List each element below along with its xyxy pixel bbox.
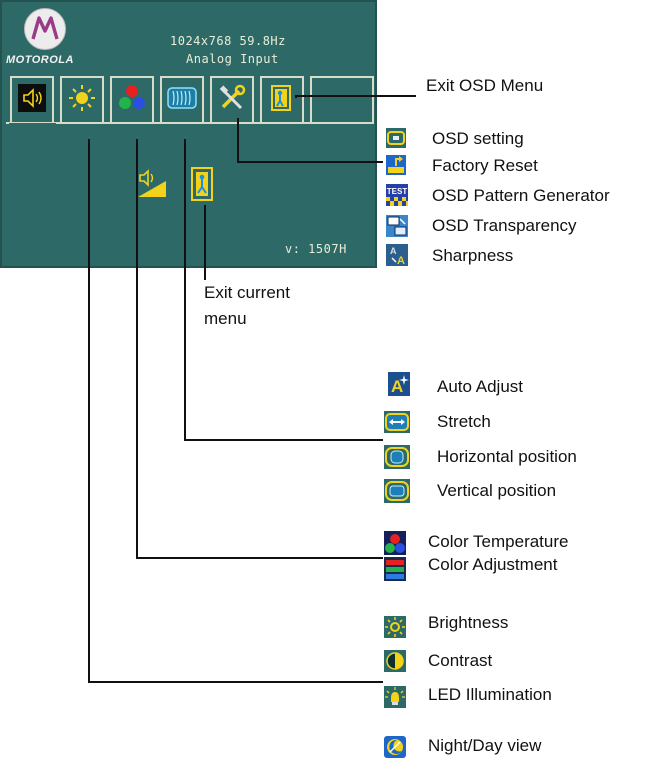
connector-settings (237, 118, 383, 163)
tools-icon (219, 84, 246, 110)
connector-geometry (184, 139, 383, 441)
svg-text:A: A (391, 377, 403, 396)
osd-panel: MOTOROLA 1024x768 59.8Hz Analog Input (0, 0, 377, 268)
label-osd-pattern-generator: OSD Pattern Generator (432, 186, 610, 205)
osd-setting-icon (386, 128, 406, 153)
rgb-dots-icon (119, 85, 145, 109)
contrast-icon (384, 650, 406, 677)
color-adjustment-icon (384, 557, 406, 586)
factory-reset-icon (386, 155, 406, 180)
tab-picture[interactable] (60, 76, 104, 122)
label-horizontal-position: Horizontal position (437, 447, 577, 466)
sun-icon (69, 85, 95, 111)
firmware-version: v: 1507H (285, 242, 347, 256)
speaker-icon (18, 84, 46, 112)
auto-adjust-icon: A (388, 372, 410, 401)
input-type-readout: Analog Input (186, 52, 279, 66)
exit-current-menu-label-1: Exit current (204, 283, 290, 302)
label-osd-setting: OSD setting (432, 129, 524, 148)
tab-color[interactable] (110, 76, 154, 122)
label-sharpness: Sharpness (432, 246, 514, 265)
label-brightness: Brightness (428, 613, 509, 632)
logo-text: MOTOROLA (6, 54, 74, 66)
tab-tools[interactable] (210, 76, 254, 122)
label-color-temperature: Color Temperature (428, 532, 569, 551)
exit-current-menu-icon[interactable] (189, 166, 217, 207)
sharpness-icon: A A (386, 244, 408, 271)
night-day-view-icon (384, 736, 406, 763)
label-factory-reset: Factory Reset (432, 156, 538, 175)
label-night-day-view: Night/Day view (428, 736, 542, 755)
connector-picture (88, 139, 383, 683)
label-stretch: Stretch (437, 412, 491, 431)
color-temperature-icon (384, 531, 406, 560)
exit-current-menu-label-2: menu (204, 309, 247, 328)
vertical-position-icon (384, 479, 410, 508)
tab-geometry[interactable] (160, 76, 204, 122)
label-auto-adjust: Auto Adjust (437, 377, 524, 396)
exit-osd-menu-label: Exit OSD Menu (426, 76, 544, 95)
connector-color (136, 139, 383, 559)
motorola-logo-icon (24, 8, 66, 50)
label-vertical-position: Vertical position (437, 481, 557, 500)
label-contrast: Contrast (428, 651, 493, 670)
led-illumination-icon (384, 686, 406, 713)
resolution-readout: 1024x768 59.8Hz (170, 34, 286, 48)
tab-exit[interactable] (260, 76, 304, 122)
osd-pattern-generator-icon: TEST (386, 184, 408, 211)
brightness-icon (384, 616, 406, 643)
osd-transparency-icon (386, 215, 408, 242)
label-color-adjustment: Color Adjustment (428, 555, 558, 574)
horizontal-position-icon (384, 445, 410, 474)
tab-audio[interactable] (10, 76, 54, 122)
connector-exit-osd (295, 95, 416, 98)
pattern-generator-icon-text: TEST (387, 187, 408, 196)
stretch-icon (384, 411, 410, 438)
tab-divider (6, 122, 374, 124)
svg-text:A: A (390, 246, 397, 256)
exit-door-icon (271, 85, 291, 111)
svg-text:A: A (397, 255, 405, 266)
tab-empty (310, 76, 374, 122)
label-osd-transparency: OSD Transparency (432, 216, 577, 235)
tab-selected-indicator (9, 123, 56, 127)
label-led-illumination: LED Illumination (428, 685, 552, 704)
wave-icon (167, 87, 197, 109)
volume-slider-icon[interactable] (136, 167, 168, 204)
